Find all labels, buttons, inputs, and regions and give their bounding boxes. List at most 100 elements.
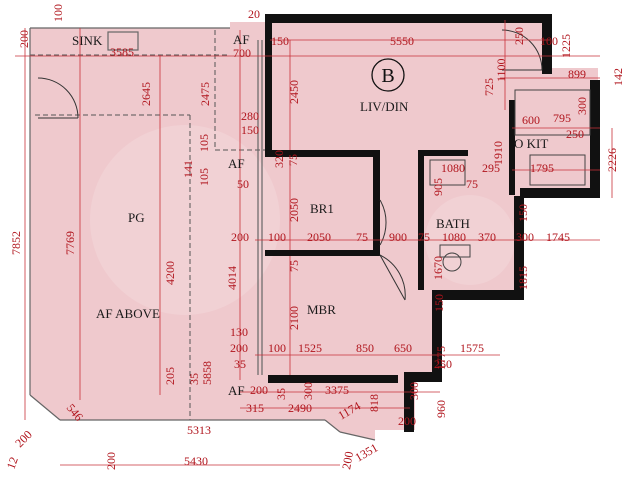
dim-label: 295 [482, 161, 500, 175]
dim-label: 105 [197, 134, 211, 152]
dim-label: 300 [516, 230, 534, 244]
dim-label: 725 [482, 78, 496, 96]
dim-label: 7852 [9, 231, 23, 255]
dim-label: 200 [250, 383, 268, 397]
dim-label: 150 [271, 34, 289, 48]
dim-label: 280 [241, 109, 259, 123]
dim-label: 12 [4, 455, 21, 471]
dim-label: 2100 [287, 306, 301, 330]
dim-label: 700 [233, 46, 251, 60]
dim-label: 75 [466, 177, 478, 191]
dim-label: 2475 [198, 82, 212, 106]
dim-label: 370 [478, 230, 496, 244]
dim-label: 2490 [288, 401, 312, 415]
dim-label: 899 [568, 67, 586, 81]
dim-label: 1225 [559, 34, 573, 58]
dim-label: 320 [272, 150, 286, 168]
dim-label: 75 [356, 230, 368, 244]
room-label-pg: PG [128, 210, 145, 225]
dim-label: 35 [234, 357, 246, 371]
dim-label: 200 [17, 30, 31, 48]
room-label-liv-din: LIV/DIN [360, 99, 409, 114]
dim-label: 2226 [605, 148, 619, 172]
dim-label: 150 [516, 204, 530, 222]
dim-label: 818 [367, 394, 381, 412]
dim-label: 315 [246, 401, 264, 415]
unit-badge-letter: B [381, 65, 394, 87]
dim-label: 1775 [434, 346, 448, 370]
dim-label: 960 [434, 400, 448, 418]
dim-label: 200 [231, 230, 249, 244]
dim-label: 130 [230, 325, 248, 339]
dim-label: 35 [274, 388, 288, 400]
dim-label: 200 [339, 450, 356, 470]
dim-label: 142 [611, 68, 625, 86]
dim-label: 200 [104, 452, 118, 470]
dim-label: 4200 [163, 261, 177, 285]
dim-label: 2050 [287, 198, 301, 222]
dim-label: 300 [301, 382, 315, 400]
dim-label: 35 [187, 373, 201, 385]
dim-label: 100 [51, 4, 65, 22]
dim-label: 20 [248, 7, 260, 21]
dim-label: 75 [418, 230, 430, 244]
room-label-br1: BR1 [310, 201, 334, 216]
dim-label: 250 [512, 27, 526, 45]
dim-label: 200 [230, 341, 248, 355]
dim-label: 150 [432, 294, 446, 312]
dim-label: 1815 [516, 266, 530, 290]
dim-label: 1575 [460, 341, 484, 355]
room-label-mbr: MBR [307, 302, 336, 317]
dim-label: 3375 [325, 383, 349, 397]
dim-label: 3585 [110, 45, 134, 59]
dim-label: 1525 [298, 341, 322, 355]
room-label-sink: SINK [72, 33, 103, 48]
dim-label: 5550 [390, 34, 414, 48]
dim-label: 1910 [491, 141, 505, 165]
dim-label: 1100 [494, 58, 508, 82]
dim-label: 1795 [530, 161, 554, 175]
dim-label: 4014 [225, 266, 239, 290]
dim-label: 850 [356, 341, 374, 355]
dim-label: 650 [394, 341, 412, 355]
dim-label: 1080 [441, 161, 465, 175]
room-label-af-mid: AF [228, 156, 245, 171]
floor-area [30, 16, 598, 440]
door-swings [37, 29, 543, 301]
dim-label: 2050 [307, 230, 331, 244]
dim-label: 2450 [287, 80, 301, 104]
dim-label: 100 [268, 341, 286, 355]
dim-label: 100 [268, 230, 286, 244]
dim-label: 5430 [184, 454, 208, 468]
dim-label: 905 [431, 178, 445, 196]
dimension-lines [15, 20, 613, 466]
room-label-o-kit: O KIT [514, 136, 548, 151]
dim-label: 75 [286, 154, 300, 166]
dimension-labels: 200 100 20 3585 700 150 5550 250 100 122… [4, 4, 625, 471]
room-label-af-top: AF [233, 32, 250, 47]
dim-label: 600 [522, 113, 540, 127]
thick-walls [265, 14, 600, 432]
dim-label: 205 [163, 367, 177, 385]
unit-badge [371, 58, 405, 92]
dim-label: 2645 [139, 82, 153, 106]
room-label-af-above: AF ABOVE [96, 306, 160, 321]
room-label-af-bottom: AF [228, 383, 245, 398]
dim-label: 100 [540, 34, 558, 48]
dim-label: 1670 [431, 256, 445, 280]
dim-label: 150 [241, 123, 259, 137]
dim-label: 141 [181, 160, 195, 178]
dim-label: 75 [287, 260, 301, 272]
dim-label: 250 [434, 357, 452, 371]
dim-label: 250 [566, 127, 584, 141]
dim-label: 1080 [442, 230, 466, 244]
dim-label: 900 [389, 230, 407, 244]
dim-label: 300 [575, 97, 589, 115]
dim-label: 50 [237, 177, 249, 191]
thin-walls [29, 27, 376, 441]
dim-label: 1745 [546, 230, 570, 244]
dim-label: 105 [197, 168, 211, 186]
dim-label: 200 [398, 414, 416, 428]
dim-label: 5858 [200, 361, 214, 385]
